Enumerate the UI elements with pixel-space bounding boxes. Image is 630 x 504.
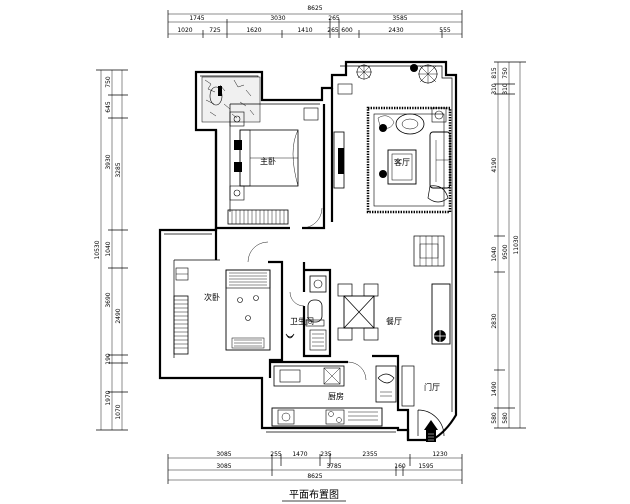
floor-drain-icon: [285, 333, 295, 339]
dim-left-inner-3: 1070: [115, 404, 122, 419]
dim-top-row3-1: 1020: [177, 27, 192, 34]
dim-bottom-row2-4: 1595: [418, 463, 433, 470]
balcony-door-sill: [337, 83, 353, 95]
armchair-icon: [377, 113, 449, 203]
dim-top-row2-2: 3030: [270, 15, 285, 22]
desk-chair-icon: [303, 107, 319, 121]
second-wardrobe-icon: [173, 267, 189, 355]
dim-right-total: 11030: [513, 235, 520, 254]
foyer-area: 门厅: [401, 365, 445, 442]
dim-left-mid-1: 750: [105, 76, 112, 88]
sofa-icon: [429, 131, 451, 189]
dim-top-row2-3: 265: [328, 15, 340, 22]
room-label-kitchen: 厨房: [328, 391, 344, 401]
dim-left-mid-6: 190: [105, 353, 112, 365]
second-bedroom-door-swing: [247, 241, 269, 263]
dim-bottom-row2-2: 3785: [326, 463, 341, 470]
room-label-bathroom: 卫生间: [290, 316, 314, 326]
dim-top-row3-8: 555: [439, 27, 451, 34]
bathroom-door-swing: [289, 291, 305, 307]
kitchen-room: 厨房: [270, 354, 410, 440]
dim-bottom-row1-4: 235: [320, 451, 332, 458]
room-label-living-room: 客厅: [394, 157, 410, 167]
left-dimension-lines: 10530 750 645 3930 1040 3690 190 1970 32…: [94, 69, 128, 431]
dim-left-mid-2: 645: [105, 101, 112, 113]
dining-table-icon: [337, 283, 379, 341]
drawing-title: 平面布置图: [289, 489, 339, 501]
room-label-foyer: 门厅: [424, 382, 440, 392]
upper-counter-icon: [273, 365, 345, 387]
second-bedroom-room: 次卧: [173, 228, 284, 378]
kitchen-door-swing: [347, 361, 367, 381]
dim-right-mid-2: 310: [502, 83, 509, 95]
dim-top-row3-5: 265: [327, 27, 339, 34]
side-table-icon: [379, 107, 447, 178]
lower-counter-icon: [271, 407, 383, 427]
shoe-cabinet-icon: [401, 365, 415, 407]
dim-left-inner-1: 3285: [115, 162, 122, 177]
dim-right-inner-4: 1040: [491, 246, 498, 261]
dim-right-inner-2: 310: [491, 83, 498, 95]
tv-cabinet-icon: [333, 131, 345, 189]
dim-top-row3-4: 1410: [297, 27, 312, 34]
entrance-door-swing: [417, 409, 445, 437]
balcony-top-left: [201, 76, 261, 123]
dim-top-total: 8625: [307, 5, 322, 12]
dim-right-inner-3: 4190: [491, 157, 498, 172]
console-table-icon: [413, 235, 445, 267]
dim-right-mid-3: 9500: [502, 244, 509, 259]
nightstand-lamp-icon: [229, 111, 245, 201]
room-label-second-bedroom: 次卧: [204, 292, 220, 302]
dim-top-row3-2: 725: [209, 27, 221, 34]
dim-left-mid-4: 1040: [105, 241, 112, 256]
dim-right-mid-1: 750: [502, 67, 509, 79]
refrigerator-icon: [375, 365, 397, 403]
dining-room-area: 餐厅: [337, 235, 451, 345]
second-bed-icon: [225, 269, 271, 351]
master-bed-icon: [239, 129, 299, 187]
washbasin-icon: [309, 275, 327, 351]
dim-top-row3-6: 600: [341, 27, 353, 34]
entrance-arrow-icon: [424, 420, 438, 442]
dim-top-row3-7: 2430: [388, 27, 403, 34]
dim-left-mid-7: 1970: [105, 390, 112, 405]
dim-left-mid-5: 3690: [105, 292, 112, 307]
potted-plant-icon: [356, 64, 438, 84]
dim-bottom-row2-3: 160: [394, 463, 406, 470]
dim-bottom-row1-6: 1230: [432, 451, 447, 458]
dim-top-row2-1: 1745: [189, 15, 204, 22]
dim-bottom-row1-5: 2355: [362, 451, 377, 458]
sideboard-icon: [431, 283, 451, 345]
bedroom-door-swing: [301, 207, 323, 229]
dim-bottom-total: 8625: [307, 473, 322, 480]
living-room-room: 客厅: [330, 64, 452, 222]
dim-left-mid-3: 3930: [105, 154, 112, 169]
dim-right-inner-7: 580: [491, 412, 498, 424]
right-dimension-lines: 815 310 4190 1040 2830 1490 580 750 310 …: [491, 61, 526, 429]
dim-left-total: 10530: [94, 240, 101, 259]
room-label-dining-room: 餐厅: [386, 317, 402, 326]
dim-right-inner-5: 2830: [491, 313, 498, 328]
dim-bottom-row1-1: 3085: [216, 451, 231, 458]
wardrobe-icon: [227, 209, 289, 225]
dim-right-mid-4: 580: [502, 412, 509, 424]
bathroom-room: 卫生间: [285, 262, 332, 358]
bottom-dimension-lines: 3085 255 1470 235 2355 1230 3085 3785 16…: [167, 451, 463, 484]
toilet-icon: [305, 299, 325, 327]
dim-top-row3-3: 1620: [246, 27, 261, 34]
dim-bottom-row2-1: 3085: [216, 463, 231, 470]
dim-right-inner-6: 1490: [491, 381, 498, 396]
master-bedroom-room: 主卧: [214, 103, 326, 230]
dim-right-inner-1: 815: [491, 67, 498, 79]
dim-top-row2-4: 3585: [392, 15, 407, 22]
coffee-table-icon: [387, 149, 417, 185]
drawing-title-block: 平面布置图: [282, 489, 346, 502]
room-label-master-bedroom: 主卧: [260, 156, 276, 166]
dim-bottom-row1-2: 255: [270, 451, 282, 458]
exterior-walls: [158, 60, 458, 442]
dim-left-inner-2: 2490: [115, 308, 122, 323]
dim-bottom-row1-3: 1470: [292, 451, 307, 458]
top-dimension-lines: 8625 1745 3030 265 3585 1020 725 1620 14…: [167, 5, 463, 38]
